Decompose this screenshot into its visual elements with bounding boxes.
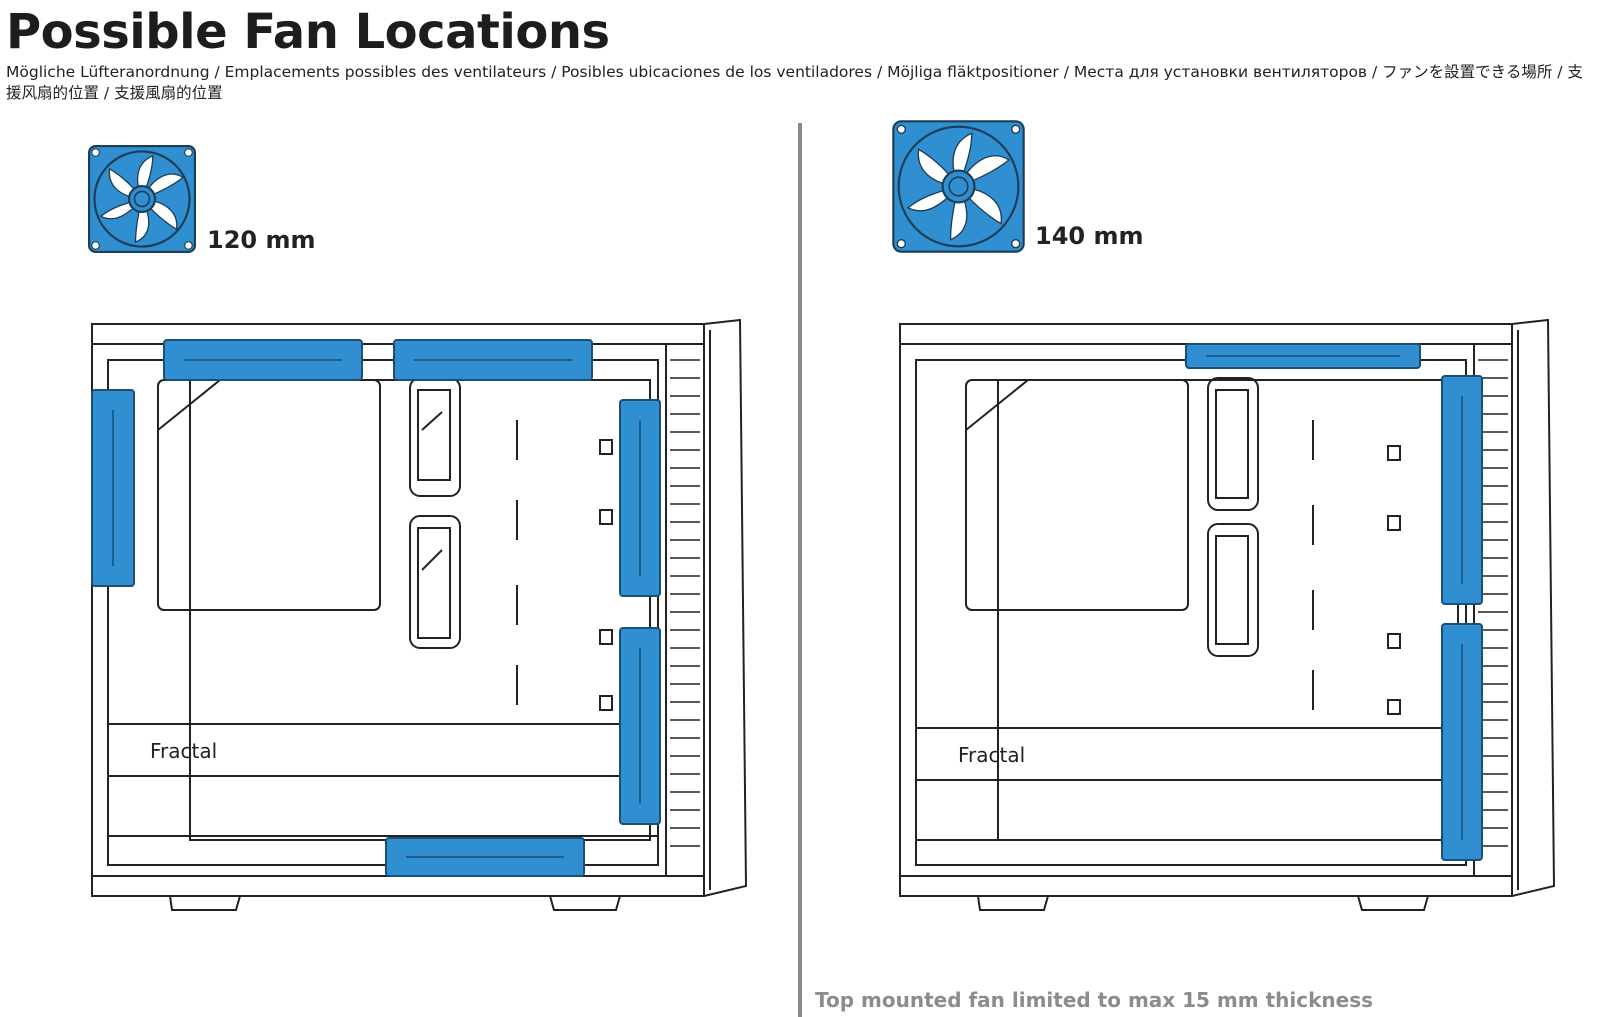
fan-size-label-140: 140 mm bbox=[1035, 222, 1144, 250]
fan-icon-120 bbox=[88, 145, 196, 253]
case-diagram-120: Fractal bbox=[91, 318, 748, 911]
fan-icon bbox=[88, 145, 196, 253]
case-logo: Fractal bbox=[150, 739, 217, 763]
panel-divider bbox=[798, 123, 802, 1017]
page-subtitle: Mögliche Lüfteranordnung / Emplacements … bbox=[6, 63, 1583, 102]
fan-positions-140 bbox=[1185, 343, 1483, 861]
fan-icon bbox=[892, 120, 1025, 253]
page-title: Possible Fan Locations bbox=[6, 4, 610, 60]
case-diagram-140: Fractal bbox=[899, 318, 1556, 911]
note-text: Top mounted fan limited to max 15 mm thi… bbox=[815, 988, 1373, 1012]
fan-positions-120 bbox=[91, 339, 661, 877]
fan-size-label-120: 120 mm bbox=[207, 226, 316, 254]
fan-icon-140 bbox=[892, 120, 1025, 253]
case-logo: Fractal bbox=[958, 743, 1025, 767]
